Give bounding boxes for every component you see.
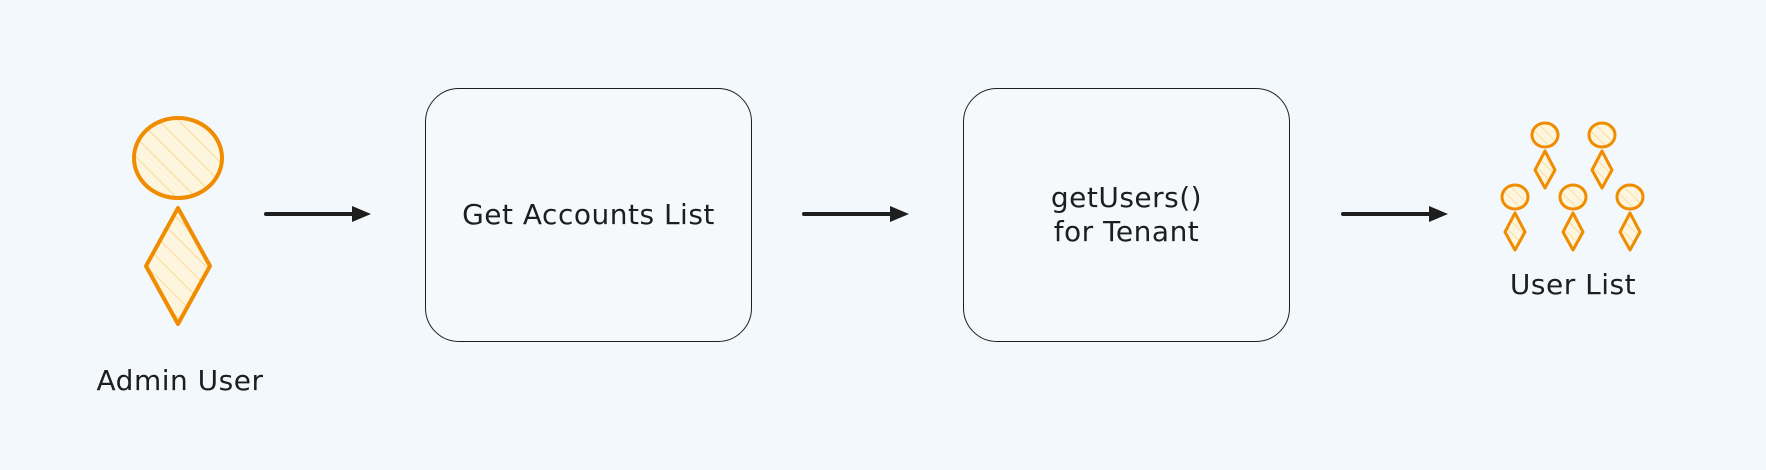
person-icon [1558, 183, 1588, 252]
get-users-box: getUsers() for Tenant [963, 88, 1290, 342]
get-accounts-list-label: Get Accounts List [462, 198, 715, 231]
admin-user-icon [132, 116, 224, 326]
user-list-label: User List [1509, 268, 1637, 301]
person-icon [1615, 183, 1645, 252]
get-users-line-1: getUsers() [1050, 181, 1203, 214]
get-users-label: getUsers() for Tenant [1051, 181, 1202, 249]
user-list-icon [1500, 121, 1645, 252]
arrow-getusers-to-userlist [1341, 206, 1448, 222]
arrow-admin-to-accounts [264, 206, 371, 222]
get-accounts-list-box: Get Accounts List [425, 88, 752, 342]
person-icon [1587, 121, 1617, 190]
person-icon [1530, 121, 1560, 190]
arrow-accounts-to-getusers [802, 206, 909, 222]
get-users-line-2: for Tenant [1053, 215, 1200, 248]
admin-user-label: Admin User [96, 364, 264, 397]
person-icon [1500, 183, 1530, 252]
